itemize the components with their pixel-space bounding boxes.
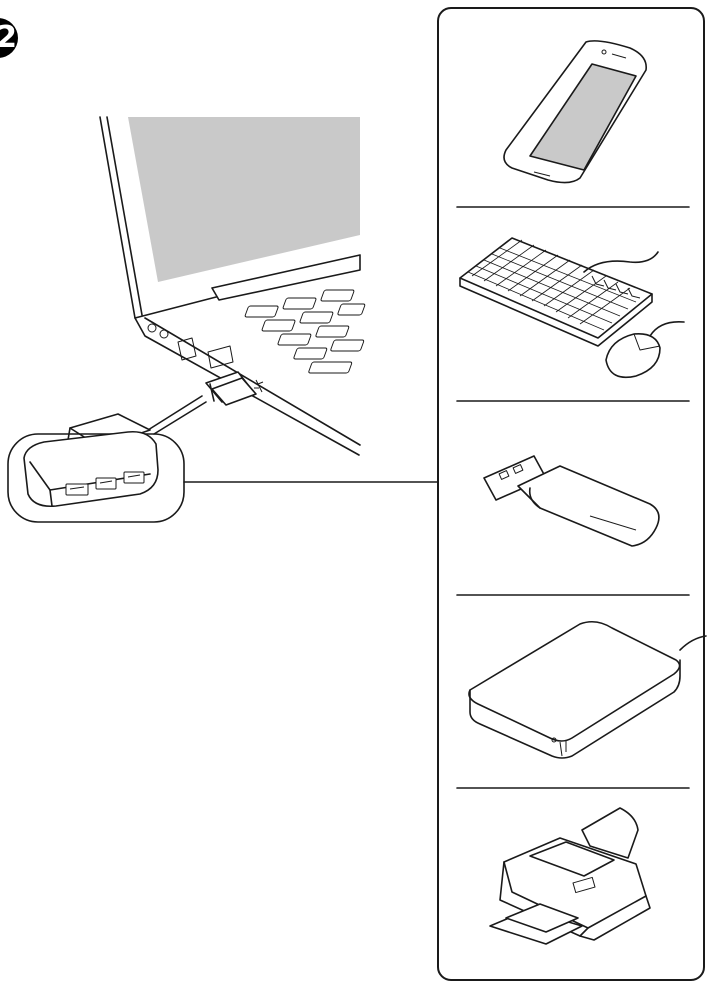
audio-port <box>148 324 156 332</box>
hub-port-3 <box>124 472 144 483</box>
laptop-keyboard <box>245 290 366 373</box>
keyboard-icon <box>460 238 658 346</box>
usb-flash-drive-icon <box>484 456 659 546</box>
external-hard-drive-icon <box>469 622 706 758</box>
hub-port-2 <box>96 478 116 489</box>
mic-port <box>160 330 168 338</box>
usb-hub-icon <box>8 432 184 522</box>
hub-port-1 <box>66 484 88 495</box>
printer-icon <box>490 808 650 944</box>
laptop-icon <box>100 117 365 455</box>
laptop-screen <box>128 117 360 282</box>
smartphone-icon <box>504 41 646 183</box>
usb-plug <box>148 372 256 434</box>
